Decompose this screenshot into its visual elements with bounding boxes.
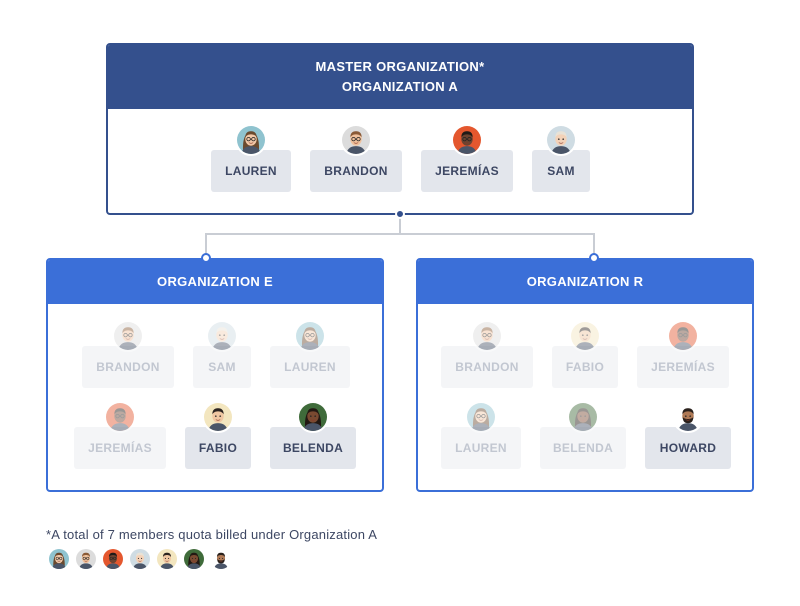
member-lauren[interactable]: LAUREN	[270, 320, 350, 388]
member-name: JEREMÍAS	[651, 360, 715, 374]
jeremias-avatar	[451, 124, 483, 156]
connector-vertical-e	[205, 233, 207, 257]
member-belenda[interactable]: BELENDA	[540, 401, 626, 469]
member-card: BRANDON	[82, 346, 174, 388]
fabio-avatar	[569, 320, 601, 352]
member-name: JEREMÍAS	[435, 164, 499, 178]
belenda-avatar	[567, 401, 599, 433]
connector-vertical-r	[593, 233, 595, 257]
member-card: HOWARD	[645, 427, 731, 469]
member-brandon[interactable]: BRANDON	[441, 320, 533, 388]
member-fabio[interactable]: FABIO	[185, 401, 251, 469]
member-card: BELENDA	[270, 427, 356, 469]
organization-r-connector-dot	[589, 253, 599, 263]
belenda-avatar	[183, 548, 205, 570]
master-organization-box: MASTER ORGANIZATION* ORGANIZATION A LAUR…	[106, 43, 694, 215]
jeremias-avatar	[102, 548, 124, 570]
lauren-avatar	[48, 548, 70, 570]
member-sam[interactable]: SAM	[193, 320, 251, 388]
fabio-avatar	[202, 401, 234, 433]
member-card: SAM	[193, 346, 251, 388]
member-name: HOWARD	[659, 441, 717, 455]
connector-horizontal	[206, 233, 595, 235]
member-card: FABIO	[552, 346, 618, 388]
organization-e-title: ORGANIZATION E	[157, 274, 273, 289]
member-card: JEREMÍAS	[421, 150, 513, 192]
member-brandon[interactable]: BRANDON	[310, 124, 402, 192]
sam-avatar	[129, 548, 151, 570]
organization-e-box: ORGANIZATION E BRANDON SAM LAUREN JEREMÍ…	[46, 258, 384, 492]
howard-avatar	[672, 401, 704, 433]
master-organization-title: MASTER ORGANIZATION*	[315, 59, 485, 74]
connector-vertical-master	[399, 215, 401, 234]
member-jeremias[interactable]: JEREMÍAS	[421, 124, 513, 192]
organization-r-header: ORGANIZATION R	[418, 260, 752, 304]
member-card: LAUREN	[270, 346, 350, 388]
member-card: LAUREN	[441, 427, 521, 469]
member-jeremias[interactable]: JEREMÍAS	[637, 320, 729, 388]
member-card: JEREMÍAS	[637, 346, 729, 388]
master-organization-subtitle: ORGANIZATION A	[341, 79, 459, 94]
member-card: BRANDON	[441, 346, 533, 388]
member-name: BRANDON	[324, 164, 388, 178]
billing-footnote: *A total of 7 members quota billed under…	[46, 527, 378, 542]
member-jeremias[interactable]: JEREMÍAS	[74, 401, 166, 469]
sam-avatar	[545, 124, 577, 156]
member-card: BELENDA	[540, 427, 626, 469]
organization-e-connector-dot	[201, 253, 211, 263]
howard-avatar	[210, 548, 232, 570]
member-card: JEREMÍAS	[74, 427, 166, 469]
member-fabio[interactable]: FABIO	[552, 320, 618, 388]
lauren-avatar	[294, 320, 326, 352]
lauren-avatar	[465, 401, 497, 433]
member-name: LAUREN	[284, 360, 336, 374]
member-name: BELENDA	[282, 441, 344, 455]
member-card: SAM	[532, 150, 590, 192]
member-name: SAM	[547, 164, 575, 178]
member-brandon[interactable]: BRANDON	[82, 320, 174, 388]
member-name: BRANDON	[455, 360, 519, 374]
member-card: BRANDON	[310, 150, 402, 192]
fabio-avatar	[156, 548, 178, 570]
master-organization-header: MASTER ORGANIZATION* ORGANIZATION A	[108, 45, 692, 109]
member-name: LAUREN	[225, 164, 277, 178]
member-card: FABIO	[185, 427, 251, 469]
member-lauren[interactable]: LAUREN	[441, 401, 521, 469]
member-name: JEREMÍAS	[88, 441, 152, 455]
member-name: FABIO	[198, 441, 238, 455]
lauren-avatar	[235, 124, 267, 156]
member-lauren[interactable]: LAUREN	[211, 124, 291, 192]
member-sam[interactable]: SAM	[532, 124, 590, 192]
organization-r-title: ORGANIZATION R	[526, 274, 644, 289]
organization-r-box: ORGANIZATION R BRANDON FABIO JEREMÍAS LA…	[416, 258, 754, 492]
master-connector-dot	[395, 209, 405, 219]
member-name: BELENDA	[552, 441, 614, 455]
sam-avatar	[206, 320, 238, 352]
brandon-avatar	[340, 124, 372, 156]
member-belenda[interactable]: BELENDA	[270, 401, 356, 469]
member-name: SAM	[208, 360, 236, 374]
member-name: LAUREN	[455, 441, 507, 455]
jeremias-avatar	[104, 401, 136, 433]
billed-members-avatars	[48, 548, 232, 570]
belenda-avatar	[297, 401, 329, 433]
brandon-avatar	[75, 548, 97, 570]
jeremias-avatar	[667, 320, 699, 352]
organization-e-header: ORGANIZATION E	[48, 260, 382, 304]
member-howard[interactable]: HOWARD	[645, 401, 731, 469]
member-name: BRANDON	[96, 360, 160, 374]
brandon-avatar	[112, 320, 144, 352]
member-name: FABIO	[565, 360, 605, 374]
brandon-avatar	[471, 320, 503, 352]
member-card: LAUREN	[211, 150, 291, 192]
